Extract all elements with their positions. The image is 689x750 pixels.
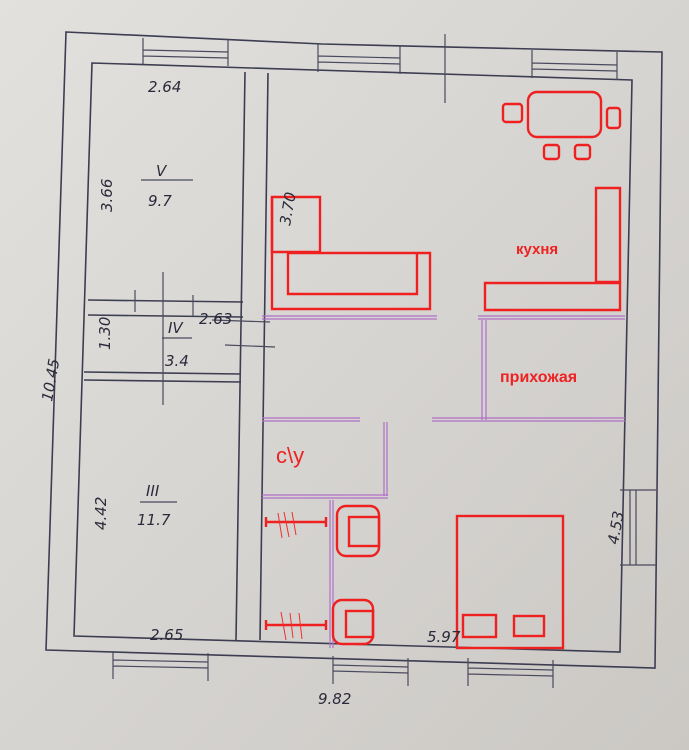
- room-iii-number: III: [146, 482, 160, 500]
- dim-room-iii-length: 4.42: [92, 497, 110, 530]
- bathroom-fixtures: [264, 504, 381, 646]
- dim-overall-width: 9.82: [318, 690, 351, 708]
- dim-living-length: 4.53: [604, 510, 628, 546]
- room-iii-area: 11.7: [137, 511, 171, 529]
- dimensions: 2.64 3.66 V 9.7 1.30 2.63 IV 3.4 4.42 II…: [38, 78, 628, 708]
- label-bathroom: с\у: [276, 443, 304, 468]
- kitchen-furniture: [270, 90, 622, 312]
- dim-room-v-length: 3.66: [98, 179, 116, 212]
- room-iv-number: IV: [168, 319, 184, 337]
- dim-kitchen-length: 3.70: [276, 191, 300, 227]
- label-kitchen: кухня: [516, 241, 558, 258]
- dim-room-iv-width: 2.63: [199, 310, 232, 328]
- dim-room-iv-length: 1.30: [96, 317, 114, 350]
- dim-room-v-width: 2.64: [148, 78, 181, 96]
- room-v-area: 9.7: [148, 192, 172, 210]
- outer-walls: [45, 31, 663, 669]
- room-labels: кухня прихожая с\у: [276, 241, 577, 468]
- dim-room-iii-width: 2.65: [150, 626, 183, 644]
- room-iv-area: 3.4: [165, 352, 189, 370]
- label-hallway: прихожая: [500, 369, 577, 386]
- windows: [112, 34, 656, 688]
- room-v-number: V: [156, 162, 168, 180]
- dim-living-width: 5.97: [427, 628, 461, 646]
- bed: [455, 514, 565, 650]
